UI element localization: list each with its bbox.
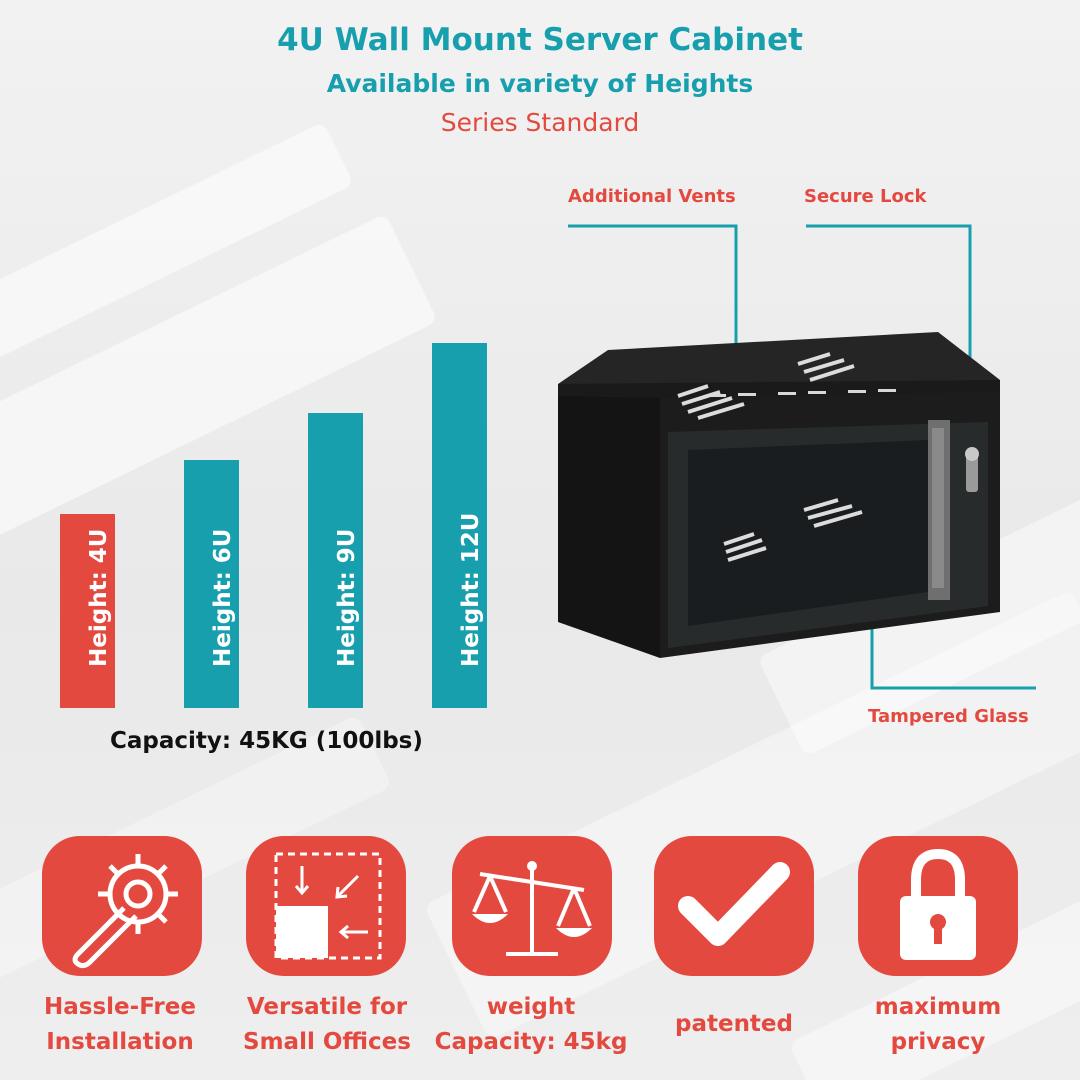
height-bar-label: Height: 12U (457, 512, 484, 667)
capacity-text: Capacity: 45KG (100lbs) (110, 728, 423, 754)
height-bar-label: Height: 9U (333, 528, 360, 667)
compact-size-icon (274, 852, 382, 960)
page-subtitle: Available in variety of Heights (326, 69, 754, 98)
height-bar-4u: Height: 4U (60, 514, 115, 708)
callout-tampered-glass: Tampered Glass (868, 706, 1029, 727)
padlock-icon (900, 848, 976, 960)
balance-scale-icon (472, 861, 592, 956)
feature-tile-patented (654, 836, 814, 976)
feature-label-patented: patented (674, 1011, 793, 1037)
height-bar-6u: Height: 6U (184, 460, 239, 708)
feature-tile-installation (42, 836, 202, 976)
checkmark-icon (678, 862, 790, 946)
height-bar-label: Height: 6U (209, 528, 236, 667)
height-bar-12u: Height: 12U (432, 343, 487, 708)
feature-tile-small-offices (246, 836, 406, 976)
height-bar-label: Height: 4U (85, 528, 112, 667)
server-cabinet-image (558, 332, 1000, 658)
height-bar-9u: Height: 9U (308, 413, 363, 708)
callout-secure-lock: Secure Lock (804, 186, 927, 207)
callout-additional-vents: Additional Vents (568, 186, 736, 207)
series-label: Series Standard (440, 108, 640, 137)
feature-tile-privacy (858, 836, 1018, 976)
page-title: 4U Wall Mount Server Cabinet (277, 22, 803, 58)
gear-wrench-icon (72, 854, 178, 969)
feature-tile-weight (452, 836, 612, 976)
